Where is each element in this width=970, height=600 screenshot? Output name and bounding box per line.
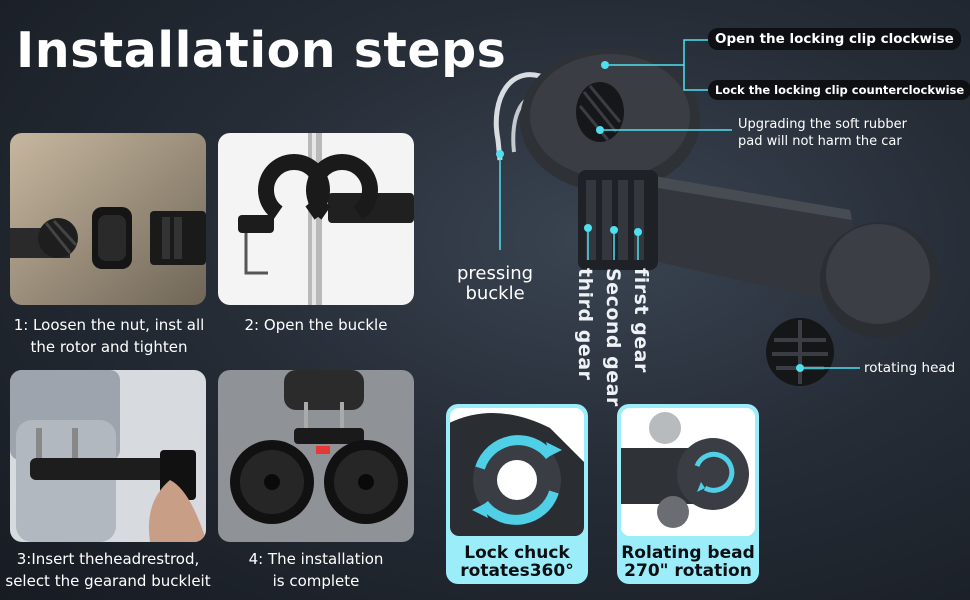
step-4-photo	[218, 370, 414, 542]
label-first-gear: first gear	[630, 268, 652, 373]
label-second-gear: Second gear	[602, 268, 624, 407]
rotating-bead-panel: Rolating bead 270" rotation	[617, 404, 759, 584]
lock-chuck-panel: Lock chuck rotates360°	[446, 404, 588, 584]
label-third-gear: third gear	[574, 268, 596, 381]
callout-open-clip: Open the locking clip clockwise	[708, 28, 961, 50]
callout-rubber-pad: Upgrading the soft rubber pad will not h…	[738, 117, 908, 149]
lock-chuck-image	[450, 408, 584, 536]
step-1-photo	[10, 133, 206, 305]
callout-lock-clip: Lock the locking clip counterclockwise	[708, 80, 970, 100]
rotating-bead-text: Rolating bead 270" rotation	[621, 543, 755, 581]
lock-chuck-text: Lock chuck rotates360°	[460, 543, 574, 581]
step-2-caption: 2: Open the buckle	[244, 316, 388, 334]
product-illustration	[493, 39, 940, 386]
step-2-photo	[218, 133, 414, 305]
rotate-circle-icon	[621, 408, 755, 536]
rotating-bead-image	[621, 408, 755, 536]
step-3-caption: 3:Insert theheadrestrod, select the gear…	[5, 550, 211, 590]
step-3-photo	[10, 370, 206, 542]
step-4-caption: 4: The installation is complete	[248, 550, 384, 590]
callout-pressing-buckle: pressing buckle	[457, 263, 534, 304]
page-title: Installation steps	[16, 22, 507, 79]
callout-rotating-head: rotating head	[864, 360, 956, 376]
rotate-arrows-icon	[450, 408, 584, 536]
step-1-caption: 1: Loosen the nut, inst all the rotor an…	[13, 316, 205, 356]
